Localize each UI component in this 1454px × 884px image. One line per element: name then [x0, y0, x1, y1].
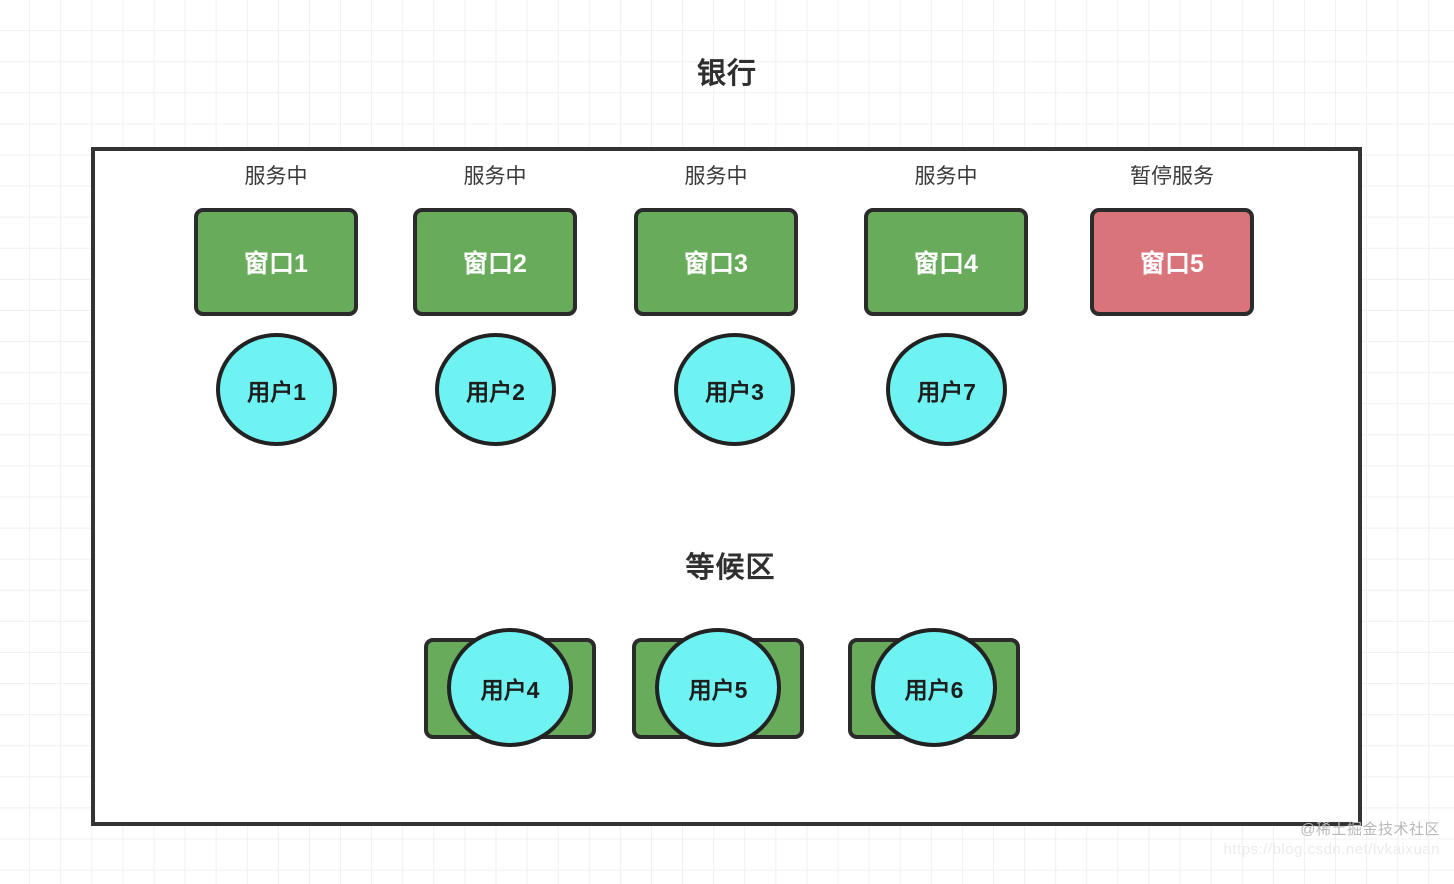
- served-user-bubble-2[interactable]: 用户2: [435, 333, 556, 446]
- waiting-user-bubble-3[interactable]: 用户6: [871, 628, 997, 747]
- counter-1: 服务中 窗口1: [194, 163, 358, 316]
- waiting-user-bubble-2[interactable]: 用户5: [655, 628, 781, 747]
- counter-box-window-1[interactable]: 窗口1: [194, 208, 358, 316]
- counter-status-label: 暂停服务: [1130, 165, 1214, 188]
- counter-3: 服务中 窗口3: [634, 163, 798, 316]
- counter-4: 服务中 窗口4: [864, 163, 1028, 316]
- counter-5: 暂停服务 窗口5: [1090, 163, 1254, 316]
- served-user-bubble-3[interactable]: 用户3: [674, 333, 795, 446]
- counter-status-label: 服务中: [914, 165, 978, 188]
- watermark-url: https://blog.csdn.net/lvkaixuan: [1223, 841, 1440, 858]
- bank-frame: 服务中 窗口1 服务中 窗口2 服务中 窗口3 服务中 窗口4 暂停服务 窗口5…: [91, 147, 1362, 826]
- counter-status-label: 服务中: [463, 165, 527, 188]
- counter-box-window-5[interactable]: 窗口5: [1090, 208, 1254, 316]
- waiting-area-title: 等候区: [685, 552, 776, 584]
- counter-status-label: 服务中: [684, 165, 748, 188]
- counter-box-window-2[interactable]: 窗口2: [413, 208, 577, 316]
- counter-box-window-4[interactable]: 窗口4: [864, 208, 1028, 316]
- waiting-user-bubble-1[interactable]: 用户4: [447, 628, 573, 747]
- served-user-bubble-1[interactable]: 用户1: [216, 333, 337, 446]
- counter-box-window-3[interactable]: 窗口3: [634, 208, 798, 316]
- served-user-bubble-4[interactable]: 用户7: [886, 333, 1007, 446]
- page-title: 银行: [696, 58, 757, 90]
- counter-status-label: 服务中: [244, 165, 308, 188]
- counter-2: 服务中 窗口2: [413, 163, 577, 316]
